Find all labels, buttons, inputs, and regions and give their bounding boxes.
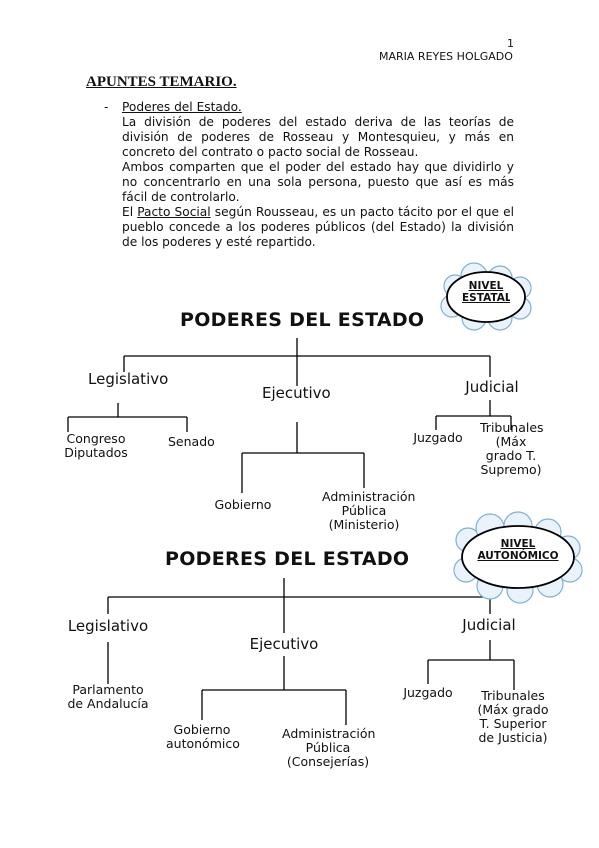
chart1-administracion: Administración Pública (Ministerio) (322, 489, 416, 532)
paragraph-3: El Pacto Social según Rousseau, es un pa… (122, 205, 515, 249)
badge-nivel-estatal: NIVEL ESTATAL (462, 280, 510, 304)
chart1-senado: Senado (168, 434, 215, 449)
chart1-juzgado: Juzgado (413, 430, 463, 445)
chart2-legislativo: Legislativo (67, 617, 149, 635)
text-section: Poderes del Estado. La división de poder… (122, 100, 514, 250)
chart1-tribunales: Tribunales (Máx grado T. Supremo) (480, 420, 544, 477)
chart2-gobierno: Gobierno autonómico (166, 722, 240, 751)
chart1-legislativo: Legislativo (88, 370, 169, 388)
chart1-congreso: Congreso Diputados (64, 431, 128, 460)
paragraph-1: La división de poderes del estado deriva… (122, 115, 514, 159)
chart1-title: PODERES DEL ESTADO (180, 309, 425, 331)
chart2-administracion: Administración Pública (Consejerías) (282, 726, 376, 769)
chart2-tribunales: Tribunales (Máx grado T. Superior de Jus… (477, 688, 549, 745)
chart2-ejecutivo: Ejecutivo (249, 635, 319, 653)
chart2-judicial: Judicial (462, 616, 516, 634)
cloud-badge-autonomico (453, 511, 583, 604)
chart2-parlamento: Parlamento de Andalucía (67, 682, 149, 711)
section-heading: Poderes del Estado. (122, 100, 242, 114)
chart1-gobierno: Gobierno (214, 497, 272, 512)
paragraph-2: Ambos comparten que el poder del estado … (122, 160, 514, 204)
bullet-marker: - (104, 100, 109, 114)
author-name: MARIA REYES HOLGADO (379, 50, 513, 63)
chart2-juzgado: Juzgado (403, 685, 453, 700)
chart2-title: PODERES DEL ESTADO (165, 548, 410, 570)
pacto-social-term: Pacto Social (137, 205, 211, 219)
page-number: 1 (507, 37, 514, 50)
chart1-ejecutivo: Ejecutivo (262, 384, 331, 402)
chart1-judicial: Judicial (465, 378, 519, 396)
doc-title: APUNTES TEMARIO. (86, 74, 237, 90)
badge-nivel-autonomico: NIVEL AUTONÓMICO (477, 538, 559, 562)
cloud-badge-estatal (440, 262, 532, 331)
